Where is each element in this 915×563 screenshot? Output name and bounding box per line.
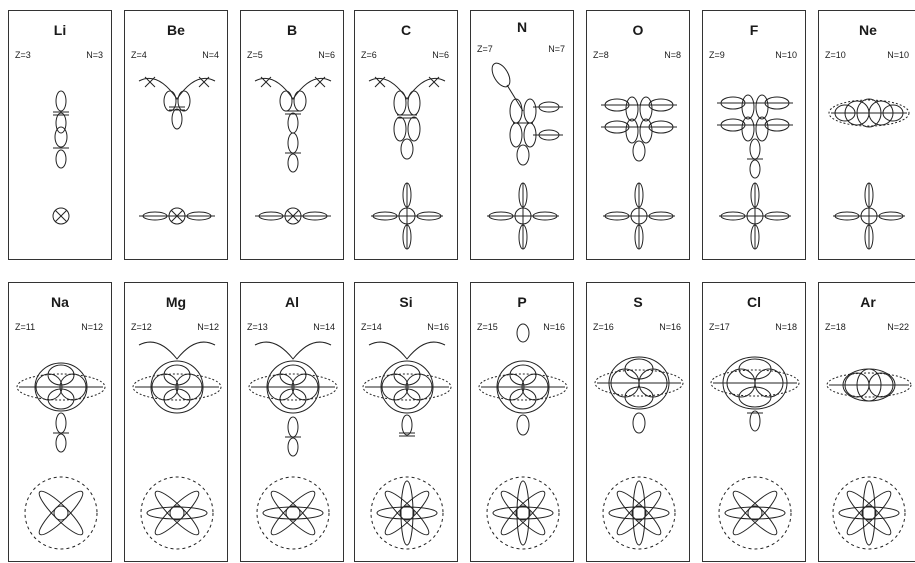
proton-count: Z=3 — [15, 50, 31, 60]
element-symbol: P — [517, 294, 527, 310]
neutron-count: N=22 — [887, 322, 909, 332]
neutron-count: N=16 — [427, 322, 449, 332]
nucleus-structure-diagram — [717, 94, 793, 250]
element-card-na: Na Z=11 N=12 — [8, 282, 112, 562]
neutron-count: N=6 — [318, 50, 335, 60]
element-card-cl: Cl Z=17 N=18 — [702, 282, 806, 562]
element-symbol: B — [286, 22, 298, 38]
nucleus-structure-diagram — [362, 341, 452, 550]
nucleus-structure-diagram — [594, 356, 684, 550]
proton-count: Z=16 — [593, 322, 614, 332]
element-card-li: Li Z=3 N=3 — [8, 10, 112, 260]
neutron-count: N=8 — [664, 50, 681, 60]
proton-count: Z=5 — [247, 50, 263, 60]
nucleus-structure-diagram — [826, 368, 912, 550]
proton-count: Z=8 — [593, 50, 609, 60]
nucleus-structure-diagram — [248, 341, 338, 550]
element-card-ne: Ne Z=10 N=10 — [818, 10, 915, 260]
element-symbol: C — [400, 22, 412, 38]
proton-count: Z=6 — [361, 50, 377, 60]
neutron-count: N=6 — [432, 50, 449, 60]
neutron-count: N=16 — [543, 322, 565, 332]
nucleus-structure-diagram — [368, 76, 446, 250]
element-symbol: N — [516, 19, 528, 35]
neutron-count: N=10 — [775, 50, 797, 60]
element-symbol: Cl — [747, 294, 761, 310]
proton-count: Z=14 — [361, 322, 382, 332]
element-symbol: Ar — [860, 294, 876, 310]
nucleus-structure-diagram — [487, 62, 563, 250]
neutron-count: N=16 — [659, 322, 681, 332]
element-card-s: S Z=16 N=16 — [586, 282, 690, 562]
nucleus-structure-diagram — [254, 76, 332, 225]
neutron-count: N=4 — [202, 50, 219, 60]
element-symbol: F — [749, 22, 759, 38]
neutron-count: N=12 — [197, 322, 219, 332]
neutron-count: N=18 — [775, 322, 797, 332]
element-card-c: C Z=6 N=6 — [354, 10, 458, 260]
element-card-mg: Mg Z=12 N=12 — [124, 282, 228, 562]
element-symbol: Li — [53, 22, 67, 38]
neutron-count: N=7 — [548, 44, 565, 54]
proton-count: Z=12 — [131, 322, 152, 332]
element-card-f: F Z=9 N=10 — [702, 10, 806, 260]
nucleus-structure-diagram — [478, 323, 568, 550]
element-card-b: B Z=5 N=6 — [240, 10, 344, 260]
element-symbol: Si — [399, 294, 413, 310]
element-symbol: Be — [167, 22, 185, 38]
proton-count: Z=7 — [477, 44, 493, 54]
element-card-n: N Z=7 N=7 — [470, 10, 574, 260]
element-card-o: O Z=8 N=8 — [586, 10, 690, 260]
element-card-si: Si Z=14 N=16 — [354, 282, 458, 562]
proton-count: Z=9 — [709, 50, 725, 60]
element-symbol: Mg — [165, 294, 187, 310]
element-symbol: O — [632, 22, 644, 38]
neutron-count: N=3 — [86, 50, 103, 60]
element-card-be: Be Z=4 N=4 — [124, 10, 228, 260]
element-card-p: P Z=15 N=16 — [470, 282, 574, 562]
proton-count: Z=13 — [247, 322, 268, 332]
nucleus-structure-diagram — [710, 356, 800, 550]
nucleus-structure-diagram — [16, 362, 106, 550]
nucleus-structure-diagram — [601, 96, 677, 250]
neutron-count: N=14 — [313, 322, 335, 332]
proton-count: Z=15 — [477, 322, 498, 332]
proton-count: Z=10 — [825, 50, 846, 60]
element-symbol: Al — [285, 294, 299, 310]
proton-count: Z=17 — [709, 322, 730, 332]
element-symbol: Na — [51, 294, 69, 310]
element-symbol: S — [633, 294, 643, 310]
neutron-count: N=12 — [81, 322, 103, 332]
nucleus-structure-diagram — [138, 76, 216, 225]
nucleus-structure-diagram — [52, 90, 70, 225]
nucleus-structure-diagram — [828, 98, 910, 250]
proton-count: Z=4 — [131, 50, 147, 60]
element-card-al: Al Z=13 N=14 — [240, 282, 344, 562]
proton-count: Z=18 — [825, 322, 846, 332]
proton-count: Z=11 — [15, 322, 36, 332]
element-card-ar: Ar Z=18 N=22 — [818, 282, 915, 562]
nucleus-structure-diagram — [132, 341, 222, 550]
neutron-count: N=10 — [887, 50, 909, 60]
element-symbol: Ne — [859, 22, 877, 38]
